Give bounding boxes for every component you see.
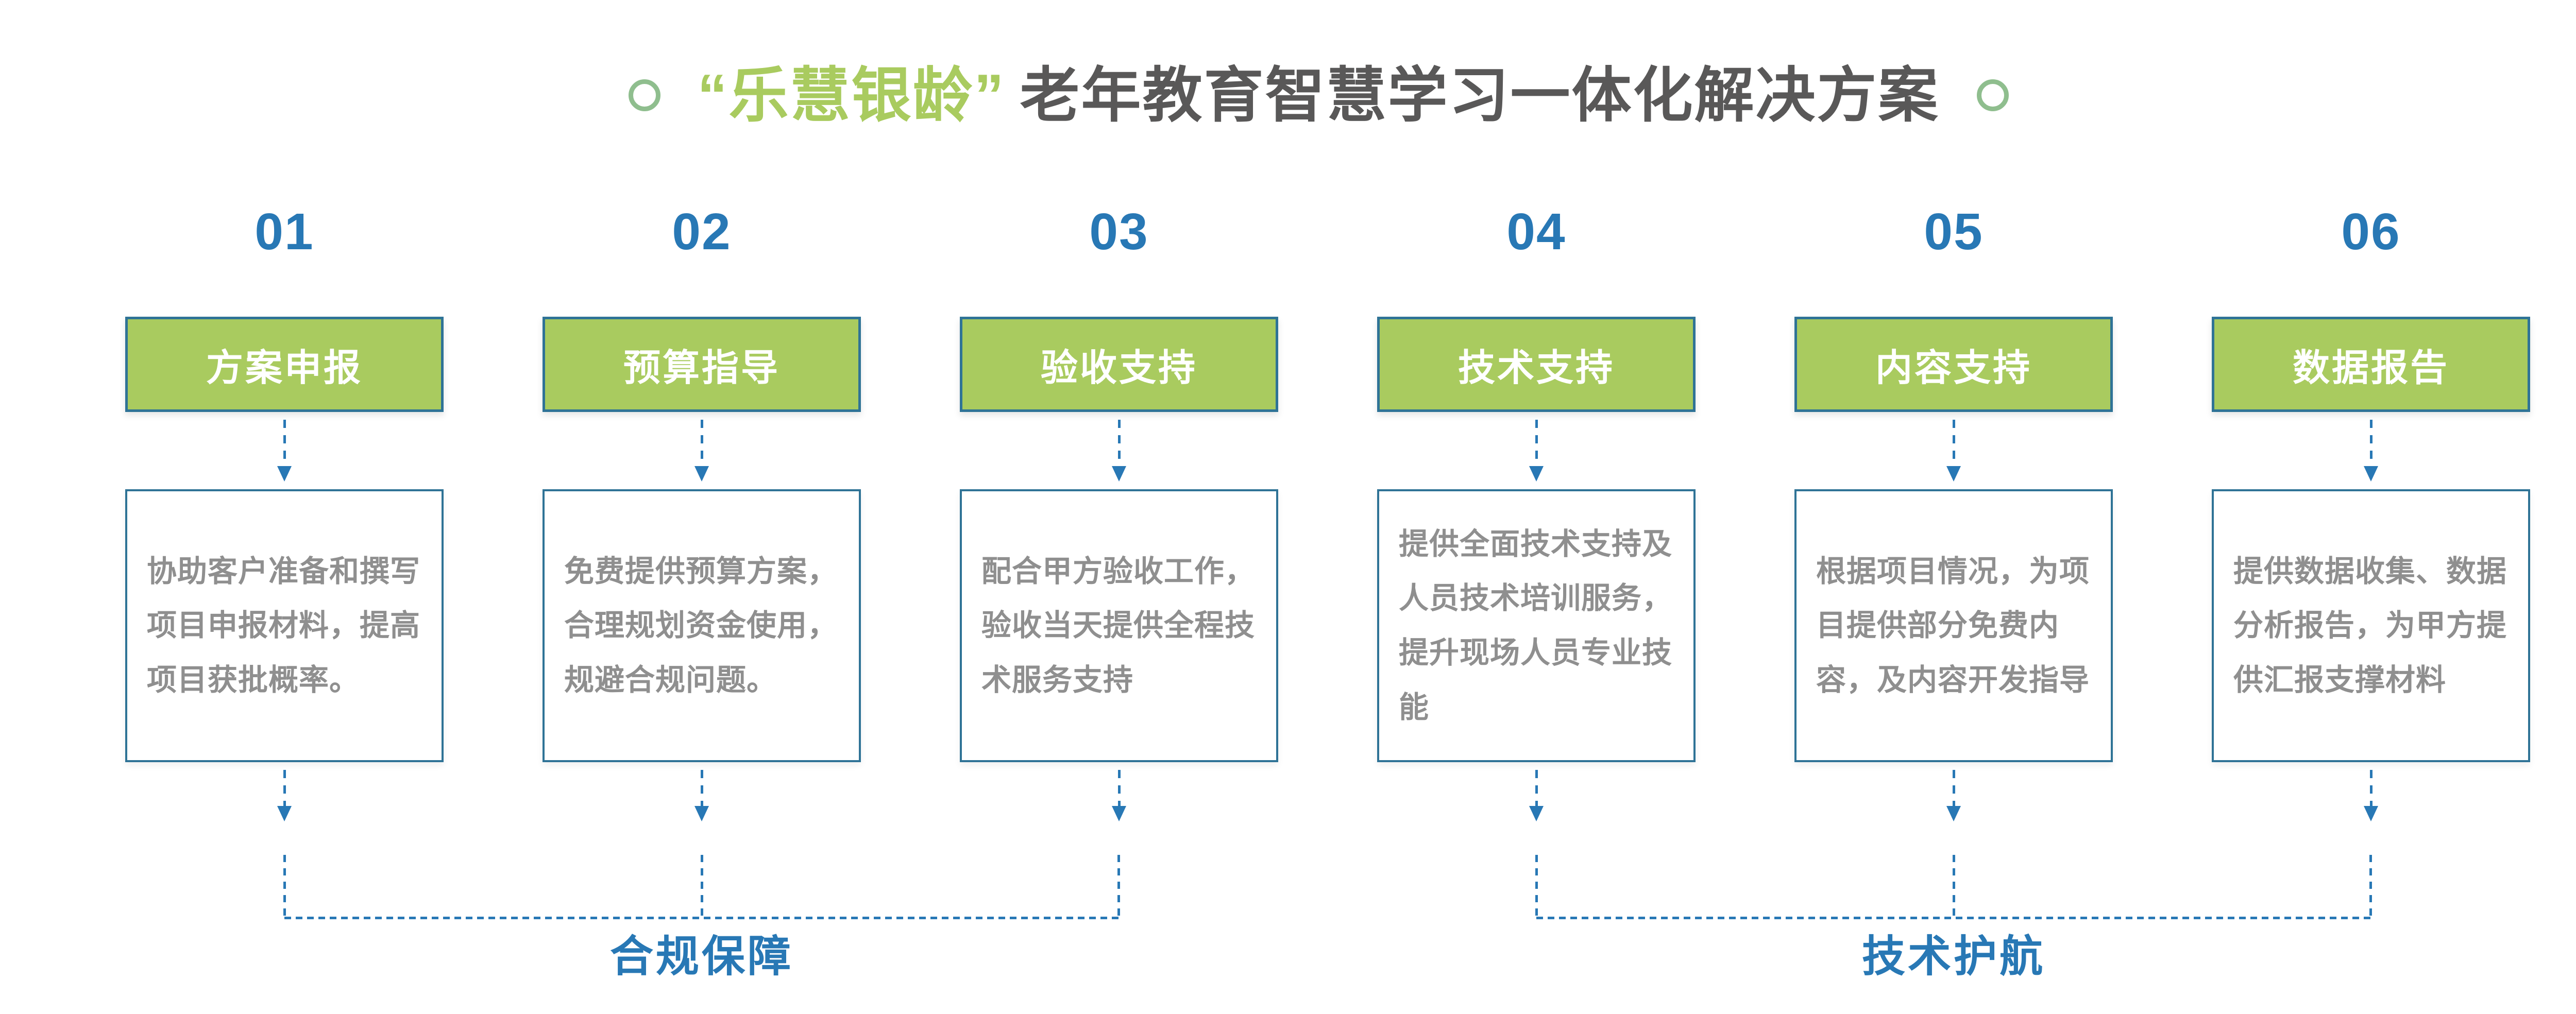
- group-bracket-compliance: 合规保障: [283, 855, 1120, 981]
- arrow-head: [277, 466, 292, 482]
- arrow-line: [283, 770, 286, 806]
- bracket-stub: [1535, 855, 1538, 919]
- down-arrow-icon: [277, 770, 292, 821]
- step-header-box: 数据报告: [2212, 317, 2530, 412]
- arrow-head: [694, 466, 709, 482]
- step-column-6: 06 数据报告 提供数据收集、数据分析报告，为甲方提供汇报支撑材料: [2212, 0, 2530, 821]
- arrow-head: [277, 806, 292, 821]
- arrow-head: [2364, 466, 2378, 482]
- group-bracket-technology: 技术护航: [1535, 855, 2372, 981]
- ring-icon: [1976, 79, 2009, 111]
- arrow-line: [1952, 420, 1955, 466]
- down-arrow-icon: [1112, 770, 1126, 821]
- arrow-line: [2369, 770, 2372, 806]
- ring-icon: [628, 79, 660, 111]
- step-header-box: 预算指导: [543, 317, 861, 412]
- step-number: 06: [2341, 203, 2401, 261]
- arrow-line: [1117, 770, 1121, 806]
- step-detail-box: 配合甲方验收工作，验收当天提供全程技术服务支持: [960, 489, 1278, 762]
- bracket-stub: [1117, 855, 1120, 919]
- step-title: 技术支持: [1458, 348, 1615, 389]
- step-header-box: 验收支持: [960, 317, 1278, 412]
- arrow-line: [1952, 770, 1955, 806]
- arrow-line: [283, 420, 286, 466]
- down-arrow-icon: [1529, 770, 1544, 821]
- step-title: 预算指导: [623, 348, 780, 389]
- step-detail-box: 根据项目情况，为项目提供部分免费内容，及内容开发指导: [1794, 489, 2113, 762]
- bracket-stub: [283, 855, 286, 919]
- down-arrow-icon: [1946, 420, 1961, 482]
- step-number: 05: [1924, 203, 1984, 261]
- step-number: 01: [255, 203, 314, 261]
- title-row: “乐慧银龄”老年教育智慧学习一体化解决方案: [0, 57, 2576, 134]
- step-header-box: 方案申报: [125, 317, 444, 412]
- step-detail-box: 免费提供预算方案，合理规划资金使用，规避合规问题。: [543, 489, 861, 762]
- step-column-3: 03 验收支持 配合甲方验收工作，验收当天提供全程技术服务支持: [960, 0, 1278, 821]
- arrow-head: [1529, 466, 1544, 482]
- arrow-head: [1112, 806, 1126, 821]
- arrow-head: [1946, 466, 1961, 482]
- step-column-2: 02 预算指导 免费提供预算方案，合理规划资金使用，规避合规问题。: [543, 0, 861, 821]
- down-arrow-icon: [1112, 420, 1126, 482]
- bracket-stub: [701, 855, 703, 919]
- step-title: 方案申报: [206, 348, 363, 389]
- group-label: 合规保障: [609, 932, 793, 981]
- step-number: 04: [1506, 203, 1566, 261]
- arrow-head: [2364, 806, 2378, 821]
- step-detail: 协助客户准备和撰写项目申报材料，提高项目获批概率。: [147, 554, 421, 697]
- step-header-box: 技术支持: [1377, 317, 1696, 412]
- down-arrow-icon: [1946, 770, 1961, 821]
- arrow-line: [700, 770, 703, 806]
- arrow-head: [1112, 466, 1126, 482]
- bracket-line: [1536, 917, 2371, 919]
- step-title: 验收支持: [1040, 348, 1197, 389]
- step-detail: 提供全面技术支持及人员技术培训服务，提升现场人员专业技能: [1399, 527, 1673, 724]
- bracket-stub: [1953, 855, 1955, 919]
- bracket-stub: [2369, 855, 2372, 919]
- arrow-head: [694, 806, 709, 821]
- steps-row: 01 方案申报 协助客户准备和撰写项目申报材料，提高项目获批概率。 02 预算指…: [125, 0, 2530, 821]
- step-column-1: 01 方案申报 协助客户准备和撰写项目申报材料，提高项目获批概率。: [125, 0, 444, 821]
- step-detail: 免费提供预算方案，合理规划资金使用，规避合规问题。: [564, 554, 838, 697]
- arrow-line: [1535, 770, 1538, 806]
- arrow-line: [1535, 420, 1538, 466]
- title-rest: 老年教育智慧学习一体化解决方案: [1020, 62, 1940, 129]
- step-title: 数据报告: [2292, 348, 2449, 389]
- down-arrow-icon: [2364, 770, 2378, 821]
- brand-name: “乐慧银龄”: [697, 62, 1006, 129]
- step-detail-box: 提供数据收集、数据分析报告，为甲方提供汇报支撑材料: [2212, 489, 2530, 762]
- down-arrow-icon: [277, 420, 292, 482]
- step-detail-box: 协助客户准备和撰写项目申报材料，提高项目获批概率。: [125, 489, 444, 762]
- down-arrow-icon: [694, 420, 709, 482]
- arrow-line: [700, 420, 703, 466]
- step-detail-box: 提供全面技术支持及人员技术培训服务，提升现场人员专业技能: [1377, 489, 1696, 762]
- bracket-line: [284, 917, 1119, 919]
- arrow-line: [1117, 420, 1121, 466]
- step-column-4: 04 技术支持 提供全面技术支持及人员技术培训服务，提升现场人员专业技能: [1377, 0, 1696, 821]
- step-detail: 根据项目情况，为项目提供部分免费内容，及内容开发指导: [1816, 554, 2090, 697]
- page-title: “乐慧银龄”老年教育智慧学习一体化解决方案: [698, 57, 1940, 134]
- step-number: 02: [672, 203, 732, 261]
- down-arrow-icon: [2364, 420, 2378, 482]
- down-arrow-icon: [1529, 420, 1544, 482]
- step-column-5: 05 内容支持 根据项目情况，为项目提供部分免费内容，及内容开发指导: [1794, 0, 2113, 821]
- arrow-head: [1529, 806, 1544, 821]
- arrow-head: [1946, 806, 1961, 821]
- step-header-box: 内容支持: [1794, 317, 2113, 412]
- step-detail: 配合甲方验收工作，验收当天提供全程技术服务支持: [981, 554, 1256, 697]
- step-detail: 提供数据收集、数据分析报告，为甲方提供汇报支撑材料: [2233, 554, 2507, 697]
- down-arrow-icon: [694, 770, 709, 821]
- arrow-line: [2369, 420, 2372, 466]
- step-number: 03: [1089, 203, 1149, 261]
- step-title: 内容支持: [1875, 348, 2032, 389]
- group-label: 技术护航: [1861, 932, 2045, 981]
